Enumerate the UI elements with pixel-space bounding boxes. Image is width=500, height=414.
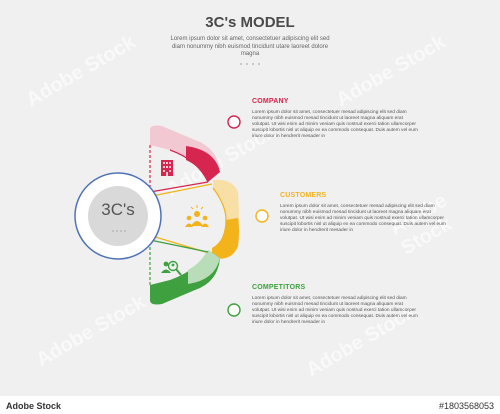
- company-heading: COMPANY: [252, 98, 289, 105]
- competitors-marker: [227, 303, 241, 317]
- page-subtitle: Lorem ipsum dolor sit amet, consectetuer…: [170, 36, 330, 57]
- company-segment: [149, 125, 220, 193]
- customers-segment: [151, 179, 239, 259]
- stock-logo: Adobe Stock: [6, 401, 62, 411]
- stock-id: #1803568053: [438, 401, 494, 411]
- stock-footer: Adobe Stock #1803568053: [0, 396, 500, 414]
- group-icon: [185, 205, 209, 227]
- center-inner-circle: [88, 186, 148, 246]
- building-icon: [161, 160, 173, 176]
- company-text: Lorem ipsum dolor sit amet, consectetuer…: [252, 110, 418, 139]
- page-title: 3C's MODEL: [205, 14, 295, 31]
- center-label: 3C's: [101, 200, 135, 219]
- competitors-block: COMPETITORS Lorem ipsum dolor sit amet, …: [252, 284, 420, 326]
- customers-heading: CUSTOMERS: [280, 192, 327, 199]
- competitors-heading: COMPETITORS: [252, 284, 306, 291]
- customers-text: Lorem ipsum dolor sit amet, consectetuer…: [280, 204, 446, 233]
- company-block: COMPANY Lorem ipsum dolor sit amet, cons…: [252, 98, 420, 140]
- subtitle-dots: [240, 63, 260, 65]
- search-people-icon: [161, 260, 182, 276]
- competitors-segment: [149, 239, 220, 305]
- center-dots: [112, 230, 126, 232]
- customers-block: CUSTOMERS Lorem ipsum dolor sit amet, co…: [280, 192, 448, 234]
- competitors-text: Lorem ipsum dolor sit amet, consectetuer…: [252, 296, 418, 325]
- company-marker: [227, 115, 241, 129]
- customers-marker: [255, 209, 269, 223]
